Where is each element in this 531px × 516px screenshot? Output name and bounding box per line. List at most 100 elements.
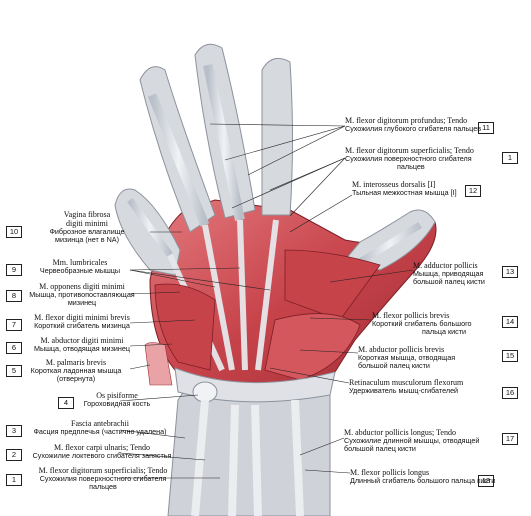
os-pisiforme [192,381,218,403]
label-number: 9 [6,264,22,276]
latin-term: Mm. lumbricales [52,258,108,267]
label-opponens-digiti-minimi: M. opponens digiti minimi Мышца, противо… [26,282,138,307]
latin-term: M. flexor pollicis longus [350,468,430,477]
label-number: 16 [502,387,518,399]
latin-term: M. interosseus dorsalis [I] [352,180,436,189]
label-number: 18 [478,475,494,487]
russian-term: Сухожилия поверхностного сгибателя [345,154,472,163]
label-flexor-carpi-ulnaris: M. flexor carpi ulnaris; Tendo Сухожилие… [26,443,178,460]
label-palmaris-brevis: M. palmaris brevis Короткая ладонная мыш… [26,358,126,383]
label-lumbricales: Mm. lumbricales Червеобразные мышцы [26,258,134,275]
russian-term: большой палец кисти [358,361,430,370]
label-retinaculum: Retinaculum musculorum flexorum Удержива… [349,378,463,395]
label-interosseus: M. interosseus dorsalis [I] Тыльная межк… [352,180,457,197]
label-number: 12 [465,185,481,197]
russian-term: Сухожилие длинной мышцы, отводящей [344,436,480,445]
label-number: 10 [6,226,22,238]
russian-term: Мышца, приводящая [413,269,484,278]
russian-term: мизинца (нет в NA) [55,235,119,244]
little-finger [114,188,181,276]
latin-term: M. opponens digiti minimi [39,282,125,291]
russian-term: Удерживатель мышц-сгибателей [349,386,459,395]
russian-term: Тыльная межкостная мышца [I] [352,188,457,197]
latin-term: Retinaculum musculorum flexorum [349,378,464,387]
label-flexor-superficialis-top: M. flexor digitorum superficialis; Tendo… [345,146,474,171]
label-number: 13 [502,266,518,278]
label-abductor-digiti-minimi: M. abductor digiti minimi Мышца, отводящ… [26,336,138,353]
label-number: 3 [6,425,22,437]
label-number: 1 [502,152,518,164]
label-vagina-fibrosa: Vagina fibrosa digiti minimi Фиброзное в… [26,210,148,244]
leader-lines [119,123,414,479]
latin-term: M. abductor pollicis brevis [358,345,445,354]
russian-term: большой палец кисти [344,444,416,453]
russian-term: Мышца, противопоставляющая [29,290,135,299]
label-abductor-pollicis-brevis: M. abductor pollicis brevis Короткая мыш… [358,345,455,370]
russian-term: Фасция предплечья (частично удалена) [33,427,167,436]
label-number: 4 [58,397,74,409]
label-flexor-pollicis-longus: M. flexor pollicis longus Длинный сгибат… [350,468,495,485]
palmaris-brevis-flap [144,342,173,386]
label-number: 14 [502,316,518,328]
tendon-thumb [358,222,422,265]
latin-term: Os pisiforme [96,391,138,400]
russian-term: Короткий сгибатель мизинца [34,321,130,330]
russian-term: пальца кисти [422,327,466,336]
label-number: 5 [6,365,22,377]
latin-term: Fascia antebrachii [71,419,129,428]
label-number: 15 [502,350,518,362]
russian-term: большой палец кисти [413,277,485,286]
latin-term: M. palmaris brevis [45,358,107,367]
label-number: 2 [6,449,22,461]
thenar-muscle [264,313,361,381]
latin-term: M. flexor carpi ulnaris; Tendo [54,443,150,452]
label-abductor-pollicis-longus: M. abductor pollicis longus; Tendo Сухож… [344,428,479,453]
latin-term: M. flexor digitorum superficialis; Tendo [345,146,474,155]
label-os-pisiforme: Os pisiforme Гороховидная кость [76,391,158,408]
label-number: 8 [6,290,22,302]
label-adductor-pollicis: M. adductor pollicis Мышца, приводящая б… [413,261,485,286]
label-number: 6 [6,342,22,354]
russian-term: Сухожилия поверхностного сгибателя [39,474,167,483]
latin-term: M. abductor pollicis longus; Tendo [344,428,456,437]
russian-term: Червеобразные мышцы [39,266,121,275]
russian-term: Гороховидная кость [83,399,151,408]
label-number: 11 [478,122,494,134]
russian-term: мизинец [67,298,97,307]
label-number: 1 [6,474,22,486]
russian-term: Фиброзное влагалище [49,227,125,236]
latin-term: Vagina fibrosa [63,210,111,219]
latin-term: M. flexor digitorum profundus; Tendo [345,116,468,125]
label-flexor-superficialis-bottom: M. flexor digitorum superficialis; Tendo… [26,466,180,491]
latin-term: M. flexor digitorum superficialis; Tendo [38,466,168,475]
tendon-ring [147,93,210,227]
label-number: 17 [502,433,518,445]
label-flexor-profundus: M. flexor digitorum profundus; Tendo Сух… [345,116,481,133]
russian-term: пальцев [397,162,425,171]
label-flexor-digiti-minimi: M. flexor digiti minimi brevis Короткий … [26,313,138,330]
russian-term: Мышца, отводящая мизинец [34,344,130,353]
russian-term: Короткий сгибатель большого [372,319,472,328]
label-flexor-pollicis-brevis: M. flexor pollicis brevis Короткий сгиба… [372,311,472,336]
russian-term: пальцев [89,482,117,491]
tendon-little [127,197,173,258]
russian-term: Длинный сгибатель большого пальца кисти [350,476,496,485]
latin-term: M. abductor digiti minimi [40,336,124,345]
label-fascia-antebrachii: Fascia antebrachii Фасция предплечья (ча… [26,419,174,436]
latin-term: M. flexor pollicis brevis [372,311,450,320]
latin-term: M. flexor digiti minimi brevis [34,313,130,322]
tendon-middle [203,63,245,222]
russian-term: Короткая ладонная мышца [30,366,122,375]
forearm-tendons [191,399,304,516]
label-number: 7 [6,319,22,331]
russian-term: Сухожилия глубокого сгибателя пальцев [345,124,482,133]
russian-term: Сухожилие локтевого сгибателя запястья [32,451,172,460]
latin-term: M. adductor pollicis [413,261,478,270]
adductor-pollicis [284,249,381,321]
russian-term: Короткая мышца, отводящая [358,353,456,362]
hypothenar-muscle [154,283,216,371]
russian-term: (отвернута) [56,374,96,383]
latin-term: digiti minimi [65,219,108,228]
